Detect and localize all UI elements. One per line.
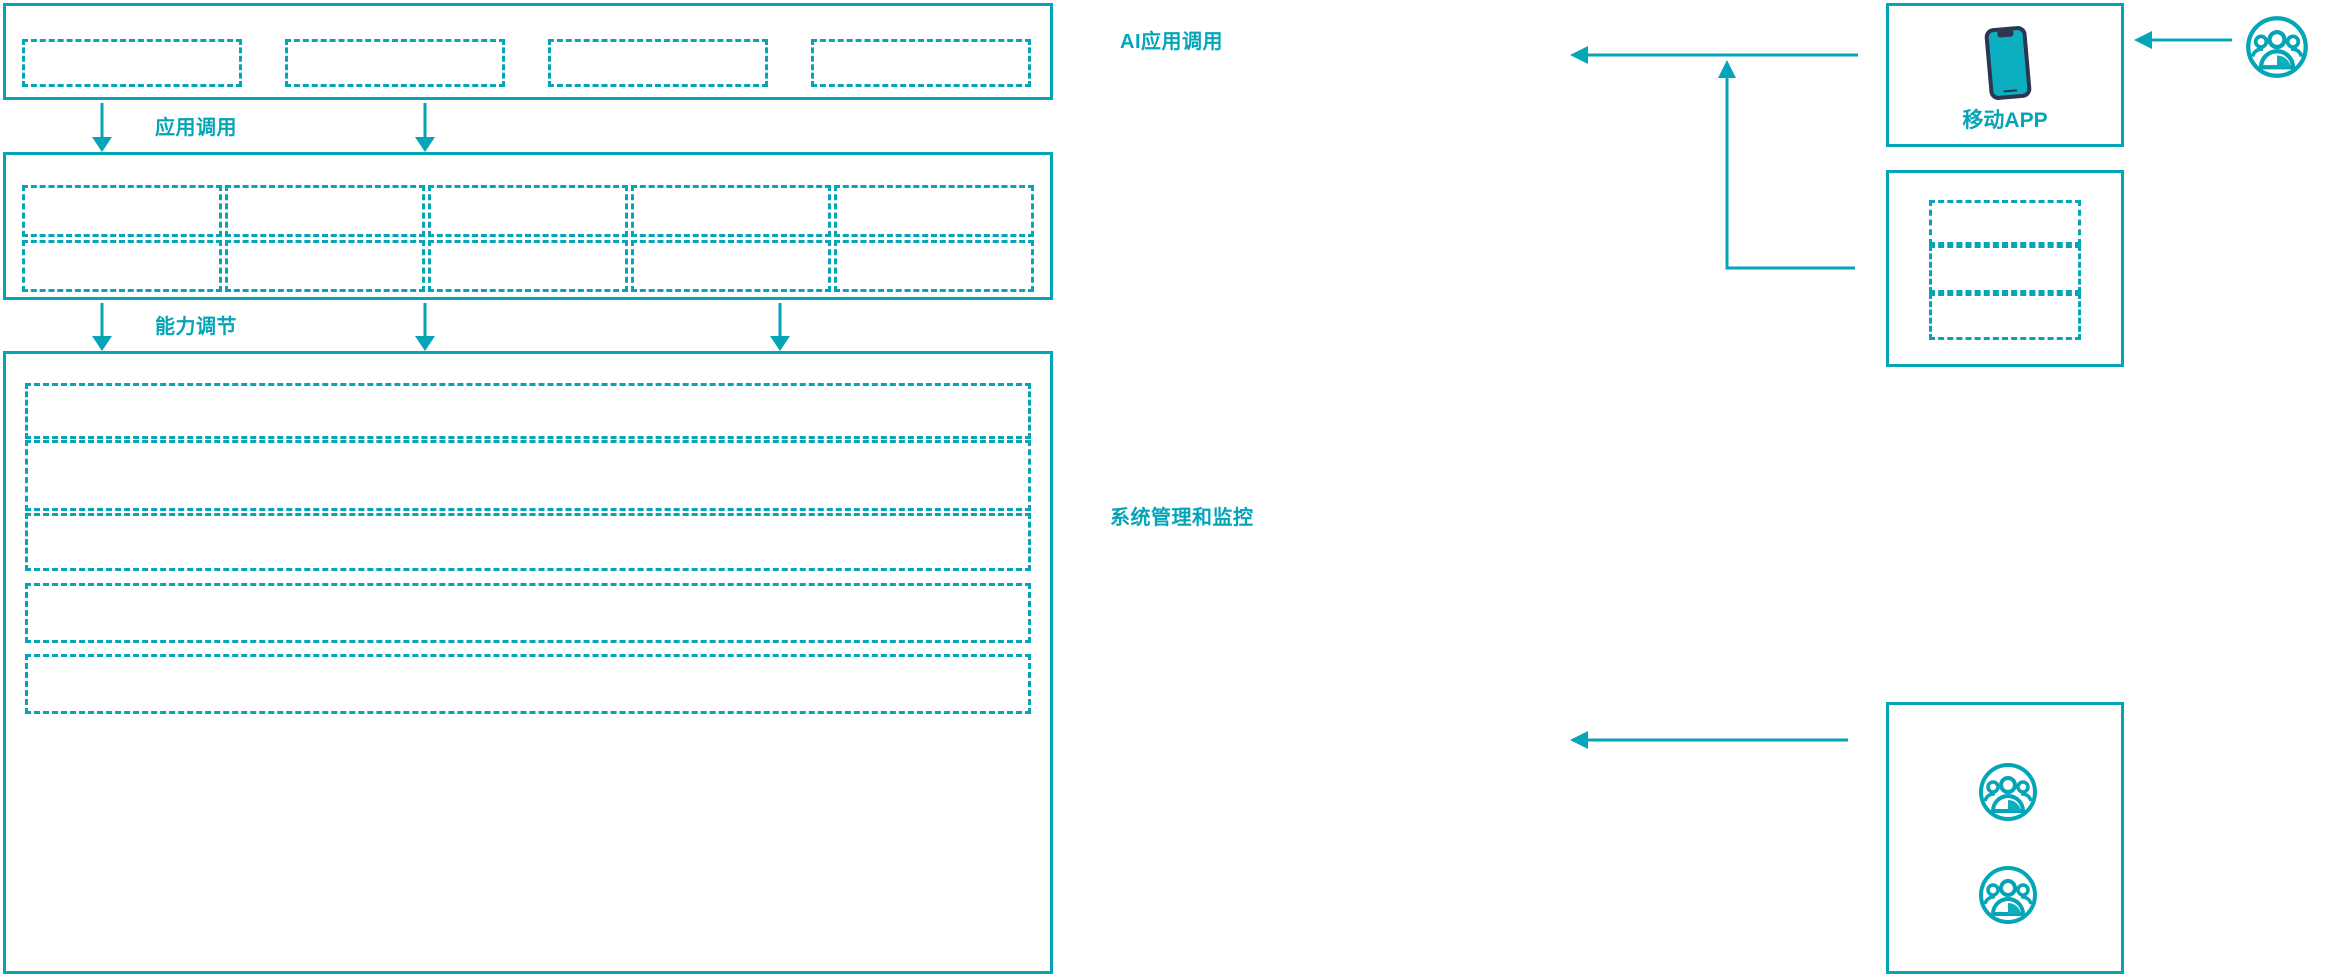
mobile-app-caption: 移动APP bbox=[1962, 109, 2048, 132]
operations-panel[interactable] bbox=[1886, 702, 2124, 974]
arrow-capability-to-platform-left bbox=[92, 303, 112, 351]
application-layer-slot-2[interactable] bbox=[285, 39, 505, 87]
capability-layer-slot-2[interactable] bbox=[225, 185, 425, 237]
arrow-capability-to-platform-right bbox=[770, 303, 790, 351]
channel-panel-slot-3[interactable] bbox=[1929, 293, 2081, 340]
application-layer-slot-1[interactable] bbox=[22, 39, 242, 87]
application-layer-slot-3[interactable] bbox=[548, 39, 768, 87]
capability-layer-slot-1[interactable] bbox=[22, 185, 222, 237]
connector-label-system-admin-monitor: 系统管理和监控 bbox=[1110, 507, 1254, 529]
capability-layer-slot-5[interactable] bbox=[834, 185, 1034, 237]
arrow-user-to-mobile-app bbox=[2134, 31, 2232, 49]
channel-panel-slot-2[interactable] bbox=[1929, 245, 2081, 293]
smartphone-icon bbox=[1971, 24, 2045, 102]
arrow-ai-app-invoke bbox=[1570, 46, 1858, 64]
platform-layer-slot-2[interactable] bbox=[25, 440, 1031, 511]
capability-layer-slot-4[interactable] bbox=[631, 185, 831, 237]
capability-layer-slot-10[interactable] bbox=[834, 240, 1034, 292]
capability-layer-slot-6[interactable] bbox=[22, 240, 222, 292]
users-group-icon bbox=[1977, 864, 2039, 926]
arrow-app-to-capability-left bbox=[92, 103, 112, 152]
platform-layer-slot-3[interactable] bbox=[25, 513, 1031, 571]
channel-panel-slot-1[interactable] bbox=[1929, 200, 2081, 245]
capability-layer-slot-9[interactable] bbox=[631, 240, 831, 292]
connector-label-app-invoke: 应用调用 bbox=[155, 117, 237, 139]
end-user-actor-icon bbox=[2244, 14, 2310, 80]
arrow-capability-to-platform-mid bbox=[415, 303, 435, 351]
platform-layer-slot-4[interactable] bbox=[25, 583, 1031, 643]
arrow-system-admin-monitor bbox=[1570, 731, 1848, 749]
capability-layer-slot-8[interactable] bbox=[428, 240, 628, 292]
capability-layer-slot-3[interactable] bbox=[428, 185, 628, 237]
platform-layer-slot-1[interactable] bbox=[25, 383, 1031, 439]
arrow-app-to-capability-right bbox=[415, 103, 435, 152]
users-group-icon bbox=[1977, 761, 2039, 823]
application-layer-slot-4[interactable] bbox=[811, 39, 1031, 87]
connector-label-capability-adjust: 能力调节 bbox=[155, 316, 237, 338]
connector-label-ai-app-invoke: AI应用调用 bbox=[1120, 31, 1223, 53]
platform-layer-slot-5[interactable] bbox=[25, 654, 1031, 714]
capability-layer-slot-7[interactable] bbox=[225, 240, 425, 292]
connector-channel-to-ai-invoke bbox=[1718, 60, 1855, 270]
mobile-app-panel[interactable]: 移动APP bbox=[1886, 3, 2124, 147]
